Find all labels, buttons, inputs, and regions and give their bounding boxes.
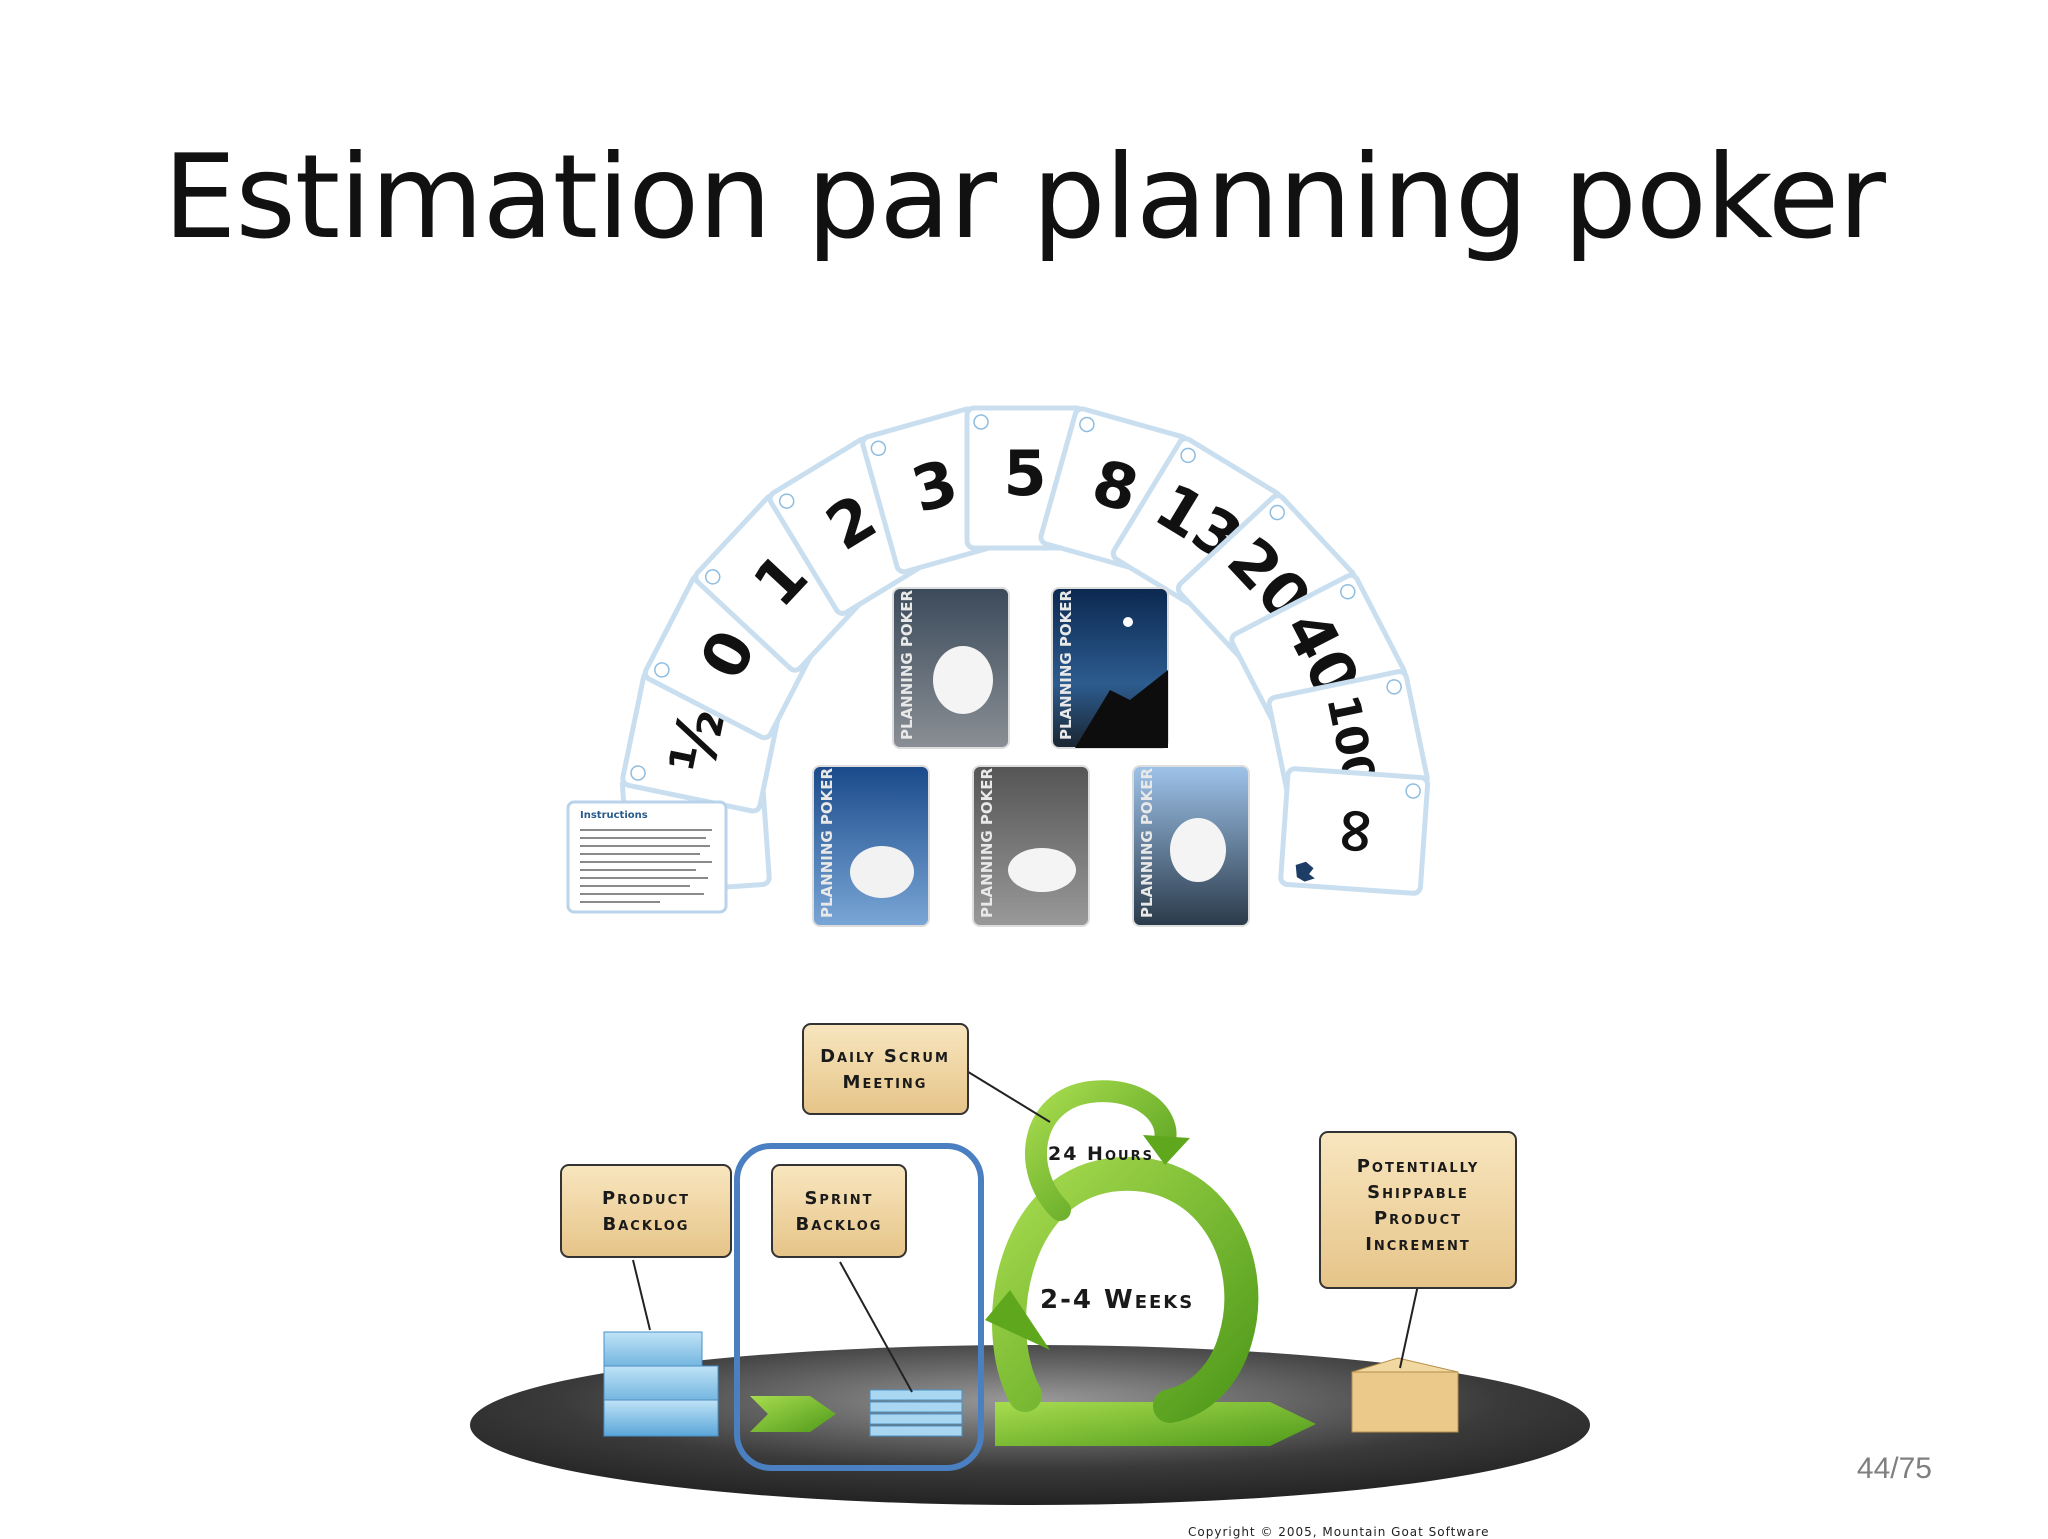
estimate-card-corner-badge [778,493,795,509]
estimate-card-corner-badge [973,414,989,430]
estimate-card-corner-badge [654,662,670,678]
estimate-card-corner-badge [1340,583,1356,600]
goat-card-brand: PLANNING POKER [898,589,916,740]
daily-scrum-label: Daily Scrum Meeting [802,1023,969,1115]
daily-loop-arrowhead [1143,1135,1190,1165]
product-backlog-line1: Product [602,1188,690,1209]
goat-logo-icon [1295,861,1315,882]
estimate-card-corner-badge [1079,416,1095,433]
estimate-card-corner-badge [1269,504,1285,521]
small-green-arrow [750,1396,836,1432]
estimate-card-corner-badge [870,440,887,457]
goat-card-5: PLANNING POKER [1132,765,1250,927]
estimate-card-corner-badge [1180,447,1196,464]
estimate-card-corner-badge [1386,679,1402,695]
sprint-loop [992,1156,1259,1423]
hours-label: 24 Hours [1048,1143,1154,1165]
daily-scrum-line1: Daily Scrum [820,1046,950,1067]
increment-line2: Shippable [1367,1182,1469,1203]
goat-card-3: PLANNING POKER [812,765,930,927]
goat-card-brand: PLANNING POKER [1138,767,1156,918]
daily-loop [1025,1080,1177,1221]
estimate-card: ∞ [1278,766,1431,896]
product-backlog-stack [603,1331,719,1437]
estimate-card-corner-badge [1405,783,1421,799]
sprint-highlight-box [734,1143,984,1471]
estimate-card-value: ∞ [1320,803,1396,860]
sprint-backlog-line1: Sprint [804,1188,873,1209]
product-backlog-label: Product Backlog [560,1164,732,1258]
estimate-card-face [1278,766,1431,896]
sprint-backlog-stack [869,1389,963,1437]
goat-card-brand: PLANNING POKER [1057,589,1075,740]
sprint-backlog-label: Sprint Backlog [771,1164,907,1258]
daily-scrum-line2: Meeting [843,1072,928,1093]
goat-card-brand: PLANNING POKER [978,767,996,918]
goat-card-brand: PLANNING POKER [818,767,836,918]
estimate-card-value: 5 [1003,437,1046,510]
estimate-card-corner-badge [630,765,646,781]
shipping-box [1351,1357,1459,1433]
page-number: 44/75 [1856,1452,1932,1485]
instructions-heading: Instructions [580,810,648,821]
sprint-loop-arrowhead [985,1290,1050,1350]
increment-line3: Product [1374,1208,1462,1229]
goat-card-4: PLANNING POKER [972,765,1090,927]
instructions-card: Instructions [566,800,728,914]
weeks-label: 2-4 Weeks [1040,1285,1194,1315]
increment-line1: Potentially [1357,1156,1480,1177]
increment-line4: Increment [1365,1234,1471,1255]
sprint-flow-arrow [995,1402,1316,1446]
estimate-card-corner-badge [704,569,721,585]
copyright-notice: Copyright © 2005, Mountain Goat Software [1188,1525,1490,1539]
slide-title: Estimation par planning poker [163,130,1886,265]
increment-label: Potentially Shippable Product Increment [1319,1131,1517,1289]
sprint-backlog-line2: Backlog [796,1214,883,1235]
goat-card-1: PLANNING POKER [892,587,1010,749]
goat-card-2: PLANNING POKER [1051,587,1169,749]
product-backlog-line2: Backlog [603,1214,690,1235]
